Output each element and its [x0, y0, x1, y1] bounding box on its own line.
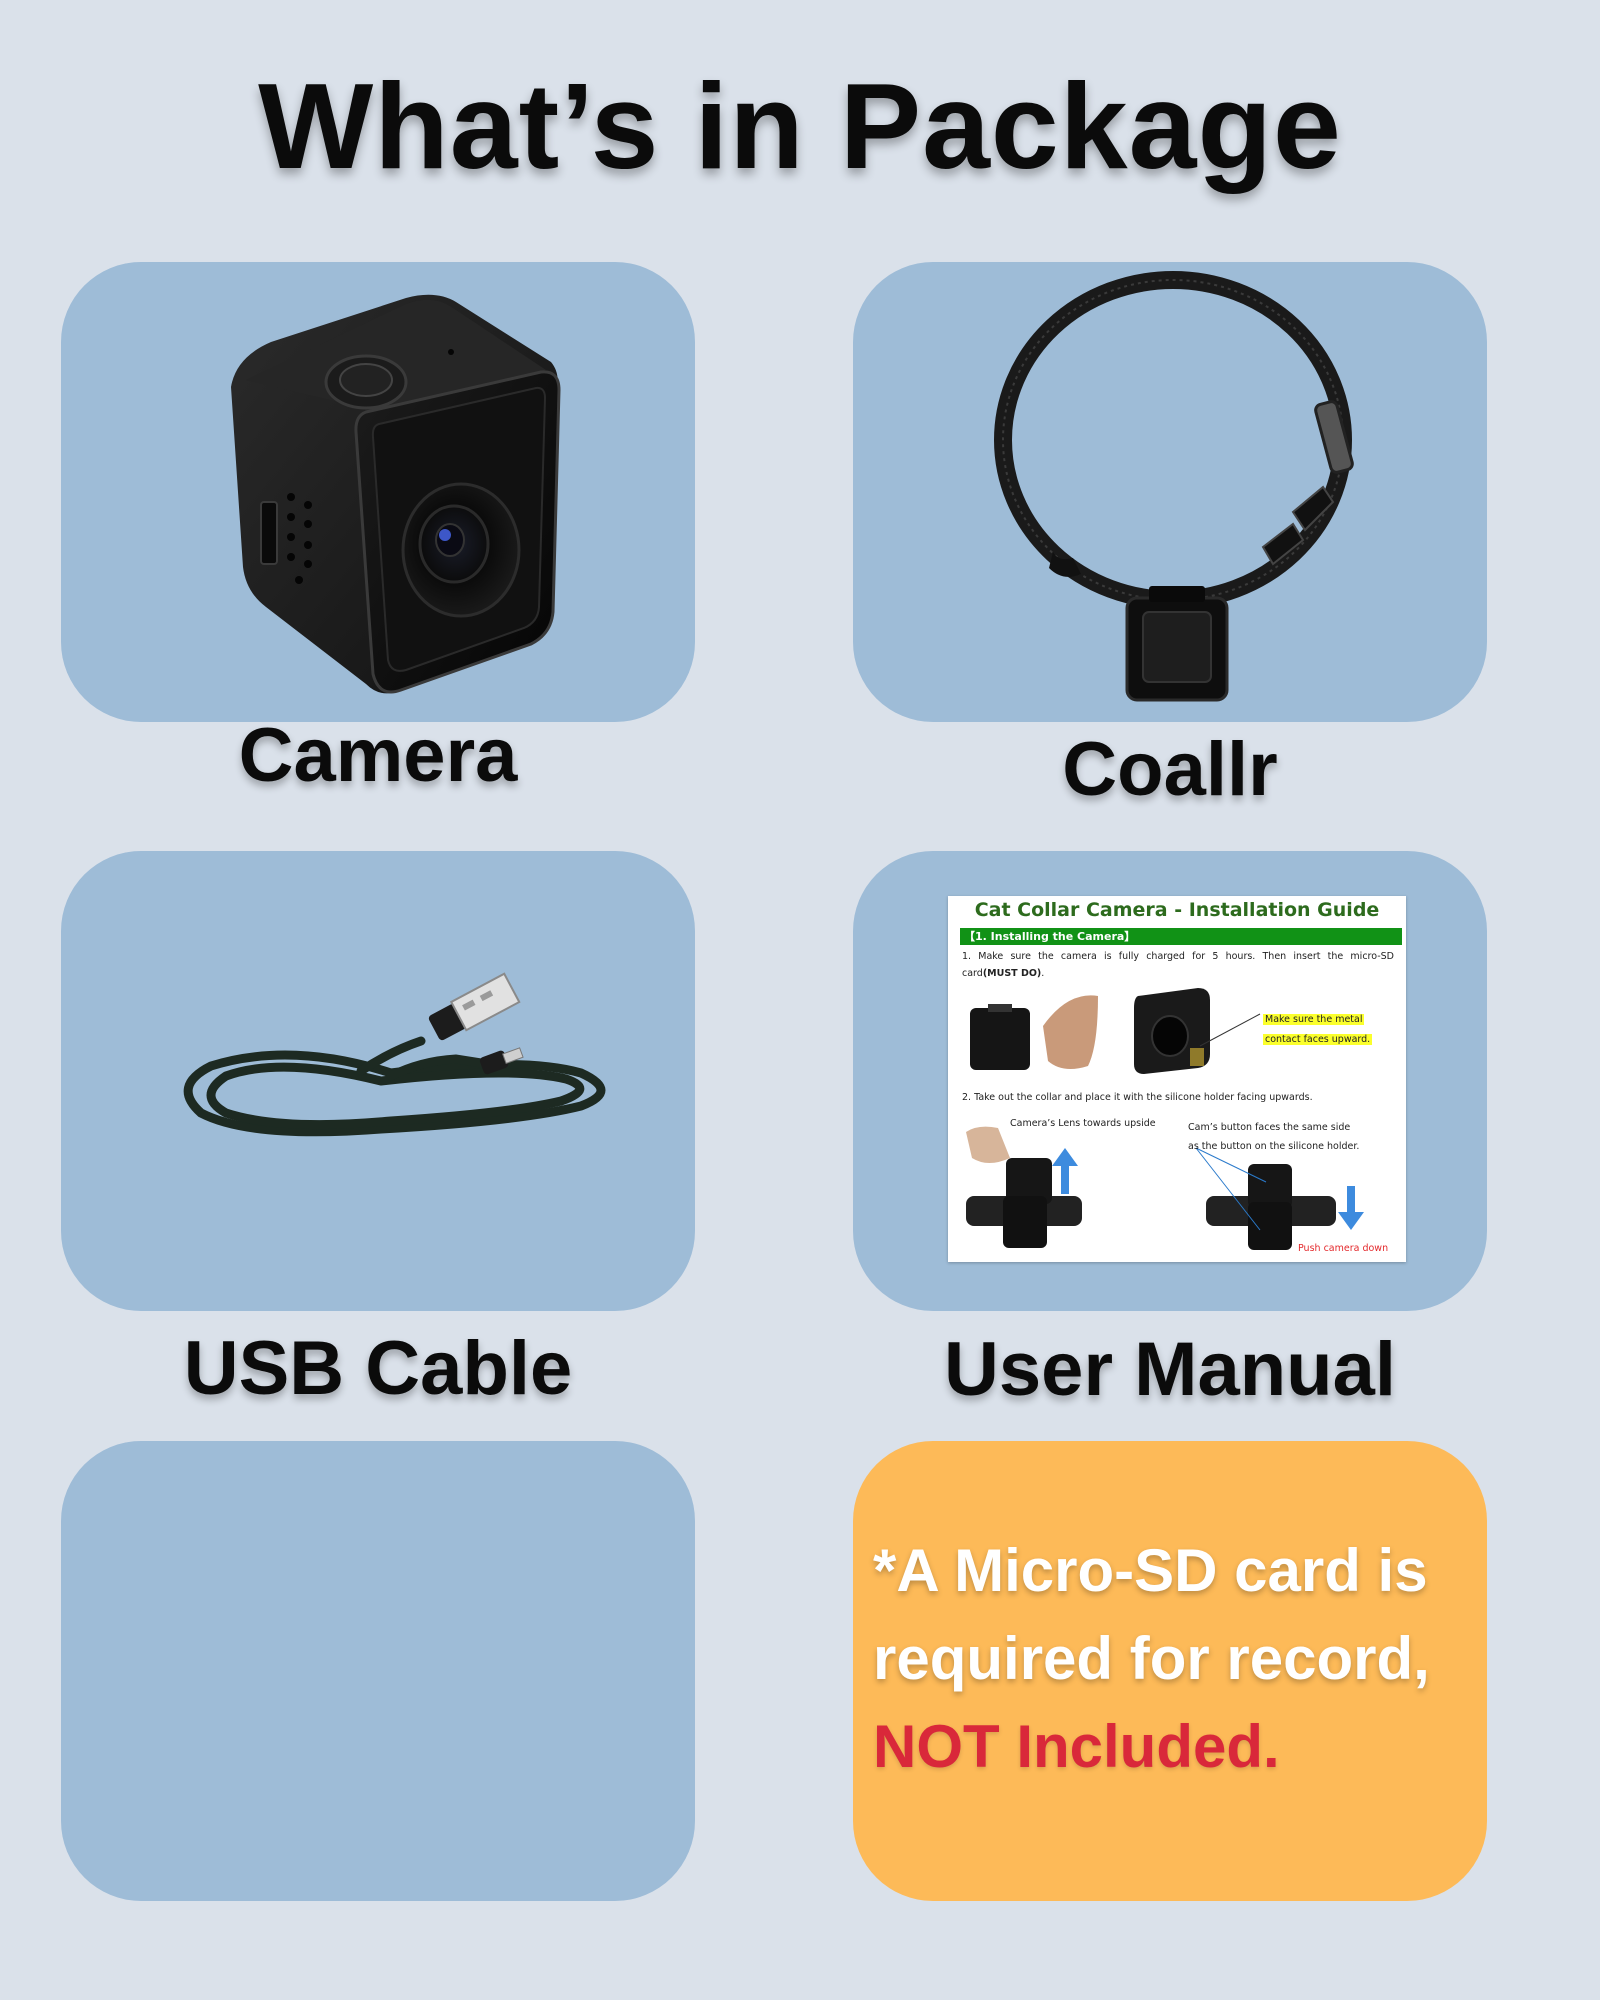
- collar-label: Coallr: [1062, 727, 1278, 812]
- user-manual-label: User Manual: [944, 1327, 1396, 1412]
- manual-metal-note: Make sure the metal contact faces upward…: [1263, 1014, 1373, 1045]
- usb-cable-panel: [61, 851, 695, 1311]
- not-included-text: NOT Included.: [873, 1713, 1280, 1780]
- sd-card-notice: *A Micro-SD card is required for record,…: [873, 1527, 1471, 1791]
- manual-button-note: Cam’s button faces the same side as the …: [1188, 1122, 1360, 1152]
- collar-icon: [994, 271, 1354, 702]
- usb-cable-label: USB Cable: [183, 1326, 573, 1411]
- manual-section-bar: 【1. Installing the Camera】: [960, 928, 1402, 945]
- notice-line-1: *A Micro-SD card is: [873, 1537, 1428, 1604]
- empty-panel: [61, 1441, 695, 1901]
- micro-sd-card-icon: [1190, 1048, 1204, 1066]
- usb-cable-icon: [183, 972, 606, 1137]
- user-manual-sheet: Cat Collar Camera - Installation Guide 【…: [948, 896, 1406, 1262]
- camera-panel: [61, 262, 695, 722]
- manual-illustrations: [966, 988, 1364, 1250]
- camera-icon: [231, 294, 561, 694]
- arrow-down-icon: [1338, 1186, 1364, 1230]
- user-manual-panel: Cat Collar Camera - Installation Guide 【…: [853, 851, 1487, 1311]
- notice-line-2: required for record,: [873, 1625, 1430, 1692]
- manual-title: Cat Collar Camera - Installation Guide: [974, 899, 1380, 921]
- manual-step-1: 1. Make sure the camera is fully charged…: [962, 951, 1394, 979]
- collar-panel: [853, 262, 1487, 722]
- camera-label: Camera: [238, 713, 518, 798]
- manual-push-note: Push camera down: [1298, 1243, 1389, 1254]
- page-title: What’s in Package: [258, 58, 1342, 194]
- sd-card-notice-panel: *A Micro-SD card is required for record,…: [853, 1441, 1487, 1901]
- arrow-up-icon: [1052, 1148, 1078, 1194]
- manual-lens-note: Camera’s Lens towards upside: [1010, 1118, 1156, 1129]
- manual-step-2: 2. Take out the collar and place it with…: [962, 1092, 1313, 1103]
